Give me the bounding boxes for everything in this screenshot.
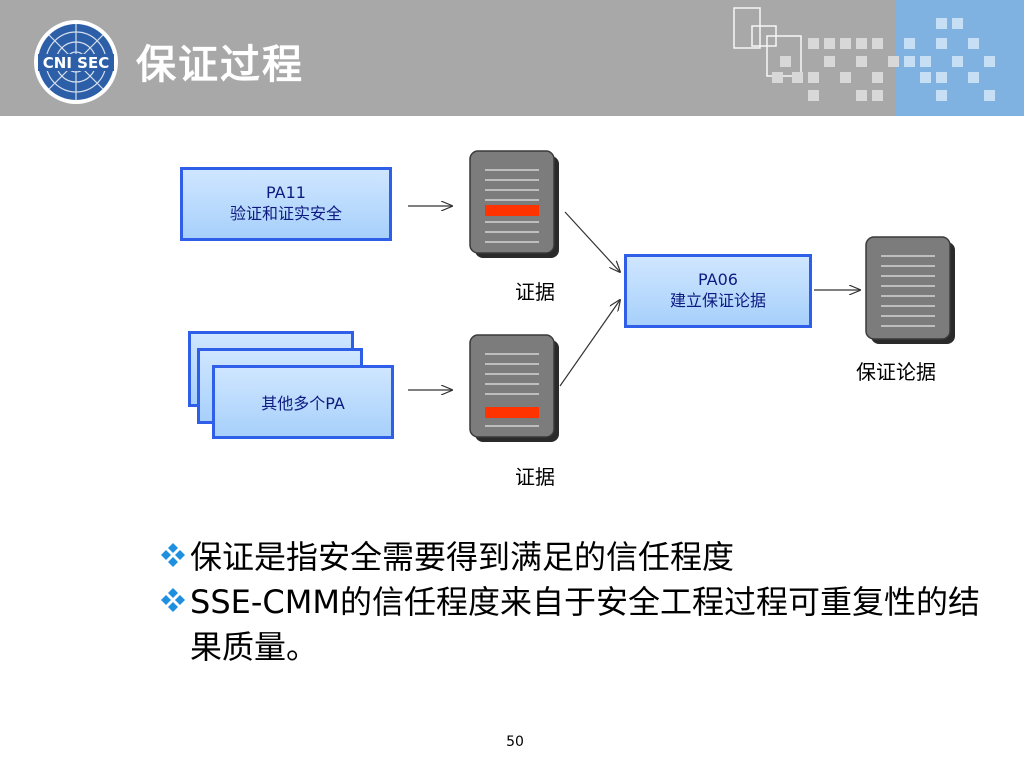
arrow-evidence-top-to-pa06 (564, 211, 620, 272)
bullet-list: 保证是指安全需要得到满足的信任程度 SSE-CMM的信任程度来自于安全工程过程可… (150, 535, 980, 670)
evidence-top-label: 证据 (515, 280, 555, 304)
evidence-bottom-label: 证据 (515, 465, 555, 489)
box-pa06-desc: 建立保证论据 (669, 291, 766, 310)
box-pa11-desc: 验证和证实安全 (229, 204, 342, 223)
diamond-bullet-icon (161, 588, 185, 612)
bullet-item: SSE-CMM的信任程度来自于安全工程过程可重复性的结果质量。 (150, 580, 980, 670)
box-pa06: PA06 建立保证论据 (624, 254, 812, 328)
box-pa06-code: PA06 (698, 270, 738, 289)
box-pa11-code: PA11 (266, 183, 306, 202)
arrow-evidence-bottom-to-pa06 (559, 300, 620, 387)
evidence-top-document-icon (469, 150, 559, 258)
bullet-text: SSE-CMM的信任程度来自于安全工程过程可重复性的结果质量。 (190, 583, 980, 666)
evidence-top-highlight (485, 205, 539, 216)
logo-text: CNI SEC (43, 54, 109, 72)
header-banner: CNI SEC 保证过程 (0, 0, 1024, 116)
cnisec-logo: CNI SEC (34, 20, 118, 104)
evidence-bottom-highlight (485, 407, 539, 418)
assurance-argument-document-icon (865, 236, 955, 344)
bullet-text: 保证是指安全需要得到满足的信任程度 (190, 538, 735, 576)
page-number: 50 (506, 734, 524, 750)
page-title: 保证过程 (136, 42, 304, 88)
header-pixel-decoration (733, 7, 995, 101)
assurance-argument-label: 保证论据 (856, 360, 936, 384)
diamond-bullet-icon (161, 543, 185, 567)
box-other-pa-label: 其他多个PA (261, 394, 345, 413)
box-pa11: PA11 验证和证实安全 (180, 167, 392, 241)
bullet-item: 保证是指安全需要得到满足的信任程度 (150, 535, 980, 580)
evidence-bottom-document-icon (469, 334, 559, 442)
box-other-pa: 其他多个PA (212, 365, 394, 439)
